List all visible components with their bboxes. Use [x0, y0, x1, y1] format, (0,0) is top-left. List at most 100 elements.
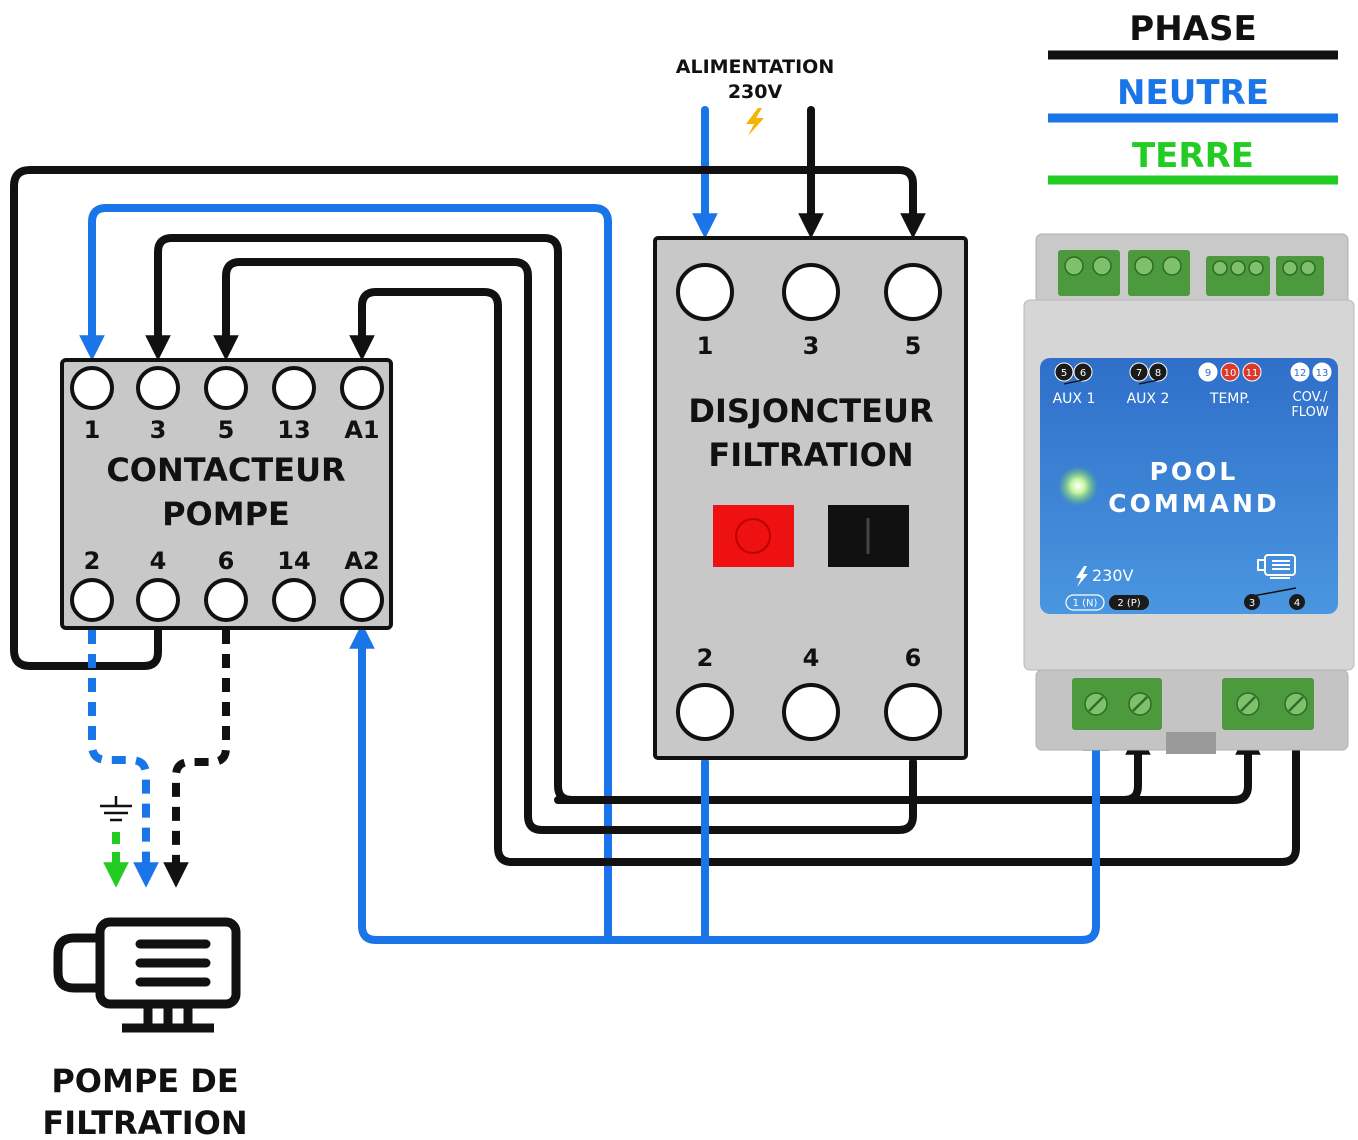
pc-badge-7: 7 [1129, 362, 1149, 382]
pc-top-terminals [1058, 250, 1324, 296]
pc-aux2-label: AUX 2 [1127, 391, 1170, 407]
pc-relay-3-label: 3 [1249, 598, 1255, 609]
pc-relay-contact [1252, 587, 1297, 597]
contactor-terminal-bottom-1-label: 4 [150, 547, 167, 575]
pc-badge-8: 8 [1148, 362, 1168, 382]
pc-aux-contact-1 [1063, 379, 1084, 385]
pc-badge-label-8: 8 [1155, 368, 1161, 379]
wire-neutral-to-contactor1 [79, 204, 612, 944]
contactor-terminal-bottom-2[interactable]: 6 [204, 547, 248, 622]
pc-badge-10: 10 [1220, 362, 1240, 382]
contactor-terminal-top-0-label: 1 [84, 416, 101, 444]
pc-badge-label-12: 12 [1294, 368, 1307, 379]
breaker-terminal-top-1[interactable]: 3 [782, 263, 840, 360]
pc-cov-label-2: FLOW [1291, 405, 1328, 420]
pump-label-line2: FILTRATION [42, 1104, 247, 1140]
breaker-terminal-top-1-label: 3 [803, 332, 820, 360]
contactor-terminal-bottom-2-screw [204, 578, 248, 622]
legend: PHASE NEUTRE TERRE [1048, 9, 1338, 185]
contactor-terminal-bottom-3[interactable]: 14 [272, 547, 316, 622]
contactor-terminal-top-3[interactable]: 13 [272, 366, 316, 444]
pc-front-panel [1040, 358, 1338, 614]
breaker-terminal-bottom-0-label: 2 [697, 644, 714, 672]
pc-badge-13: 13 [1312, 362, 1332, 382]
pc-badge-label-9: 9 [1205, 368, 1211, 379]
breaker-terminal-top-0[interactable]: 1 [676, 263, 734, 360]
contactor-terminal-top-2-label: 5 [218, 416, 235, 444]
pc-badge-label-13: 13 [1316, 368, 1329, 379]
breaker-terminal-top-2[interactable]: 5 [884, 263, 942, 360]
pc-relay-4-label: 4 [1294, 598, 1300, 609]
pc-badge-label-10: 10 [1224, 368, 1237, 379]
contactor-terminal-bottom-3-label: 14 [277, 547, 310, 575]
pc-title-line1: POOL [1150, 457, 1239, 486]
pump-label-line1: POMPE DE [51, 1062, 238, 1100]
contactor-terminal-bottom-4[interactable]: A2 [340, 547, 384, 622]
pc-badge-9: 9 [1198, 362, 1218, 382]
contactor-terminal-top-4[interactable]: A1 [340, 366, 384, 444]
legend-phase-label: PHASE [1129, 9, 1256, 49]
supply-label: ALIMENTATION 230V [676, 56, 834, 136]
lightning-icon [746, 108, 764, 136]
breaker-terminal-bottom-1-screw [782, 683, 840, 741]
wire-breaker4-to-relay3 [554, 729, 1261, 804]
legend-terre-label: TERRE [1132, 136, 1254, 176]
contactor-terminal-top-1-label: 3 [150, 416, 167, 444]
pc-relay-badge-4: 4 [1289, 594, 1305, 610]
contactor-title-line1: CONTACTEUR [106, 451, 345, 489]
contactor-terminal-top-0-screw [70, 366, 114, 410]
contactor-terminal-top-2-screw [204, 366, 248, 410]
contactor-terminal-top-3-label: 13 [277, 416, 310, 444]
pc-temp-label: TEMP. [1209, 391, 1250, 407]
pc-badge-label-5: 5 [1061, 368, 1067, 379]
breaker-terminal-bottom-1[interactable]: 4 [782, 644, 840, 741]
breaker-terminal-bottom-2-label: 6 [905, 644, 922, 672]
contactor-terminal-bottom-1[interactable]: 4 [136, 547, 180, 622]
breaker-off-button[interactable] [713, 505, 794, 567]
pc-badge-label-7: 7 [1136, 368, 1142, 379]
breaker-title-line1: DISJONCTEUR [688, 392, 933, 430]
breaker-terminal-top-0-label: 1 [697, 332, 714, 360]
contactor-terminal-bottom-1-screw [136, 578, 180, 622]
contactor-terminal-bottom-2-label: 6 [218, 547, 235, 575]
contactor-terminal-top-2[interactable]: 5 [204, 366, 248, 444]
wire-neutral-to-contactorA2 [349, 623, 709, 944]
wire-breaker2-neutral-bus [701, 725, 1109, 944]
breaker-terminal-top-2-screw [884, 263, 942, 321]
breaker-terminal-bottom-0[interactable]: 2 [676, 644, 734, 741]
wire-relay-to-contactorA1 [349, 288, 1300, 866]
breaker-terminal-top-0-screw [676, 263, 734, 321]
pc-pump-icon [1257, 554, 1296, 579]
breaker-terminal-bottom-2[interactable]: 6 [884, 644, 942, 741]
pc-power-n-label: 1 (N) [1073, 598, 1098, 609]
breaker-on-button[interactable] [828, 505, 909, 567]
pc-badge-12: 12 [1290, 362, 1310, 382]
pc-voltage-label: 230V [1092, 566, 1134, 585]
din-clip [1166, 732, 1216, 754]
contactor-terminal-bottom-4-screw [340, 578, 384, 622]
supply-line2: 230V [728, 81, 783, 103]
breaker-terminal-bottom-0-screw [676, 683, 734, 741]
contactor-terminal-top-4-label: A1 [344, 416, 379, 444]
wire-pump-neutral [88, 630, 159, 888]
pc-aux1-label: AUX 1 [1053, 391, 1096, 407]
pc-bottom-terminals [1072, 678, 1314, 730]
pc-relay-badge-3: 3 [1244, 594, 1260, 610]
breaker-terminal-top-2-label: 5 [905, 332, 922, 360]
breaker-terminal-bottom-1-label: 4 [803, 644, 820, 672]
wires [10, 106, 1300, 944]
contactor-body [60, 358, 393, 630]
pc-badge-5: 5 [1054, 362, 1074, 382]
wire-breaker6-to-contactor5 [213, 258, 917, 834]
pc-lightning-icon [1076, 566, 1088, 587]
contactor-terminal-bottom-4-label: A2 [344, 547, 379, 575]
pc-badge-label-11: 11 [1246, 368, 1259, 379]
contactor-terminal-bottom-0[interactable]: 2 [70, 547, 114, 622]
pc-power-p-label: 2 (P) [1117, 598, 1140, 609]
contactor-terminal-top-0[interactable]: 1 [70, 366, 114, 444]
contactor-terminal-top-1[interactable]: 3 [136, 366, 180, 444]
